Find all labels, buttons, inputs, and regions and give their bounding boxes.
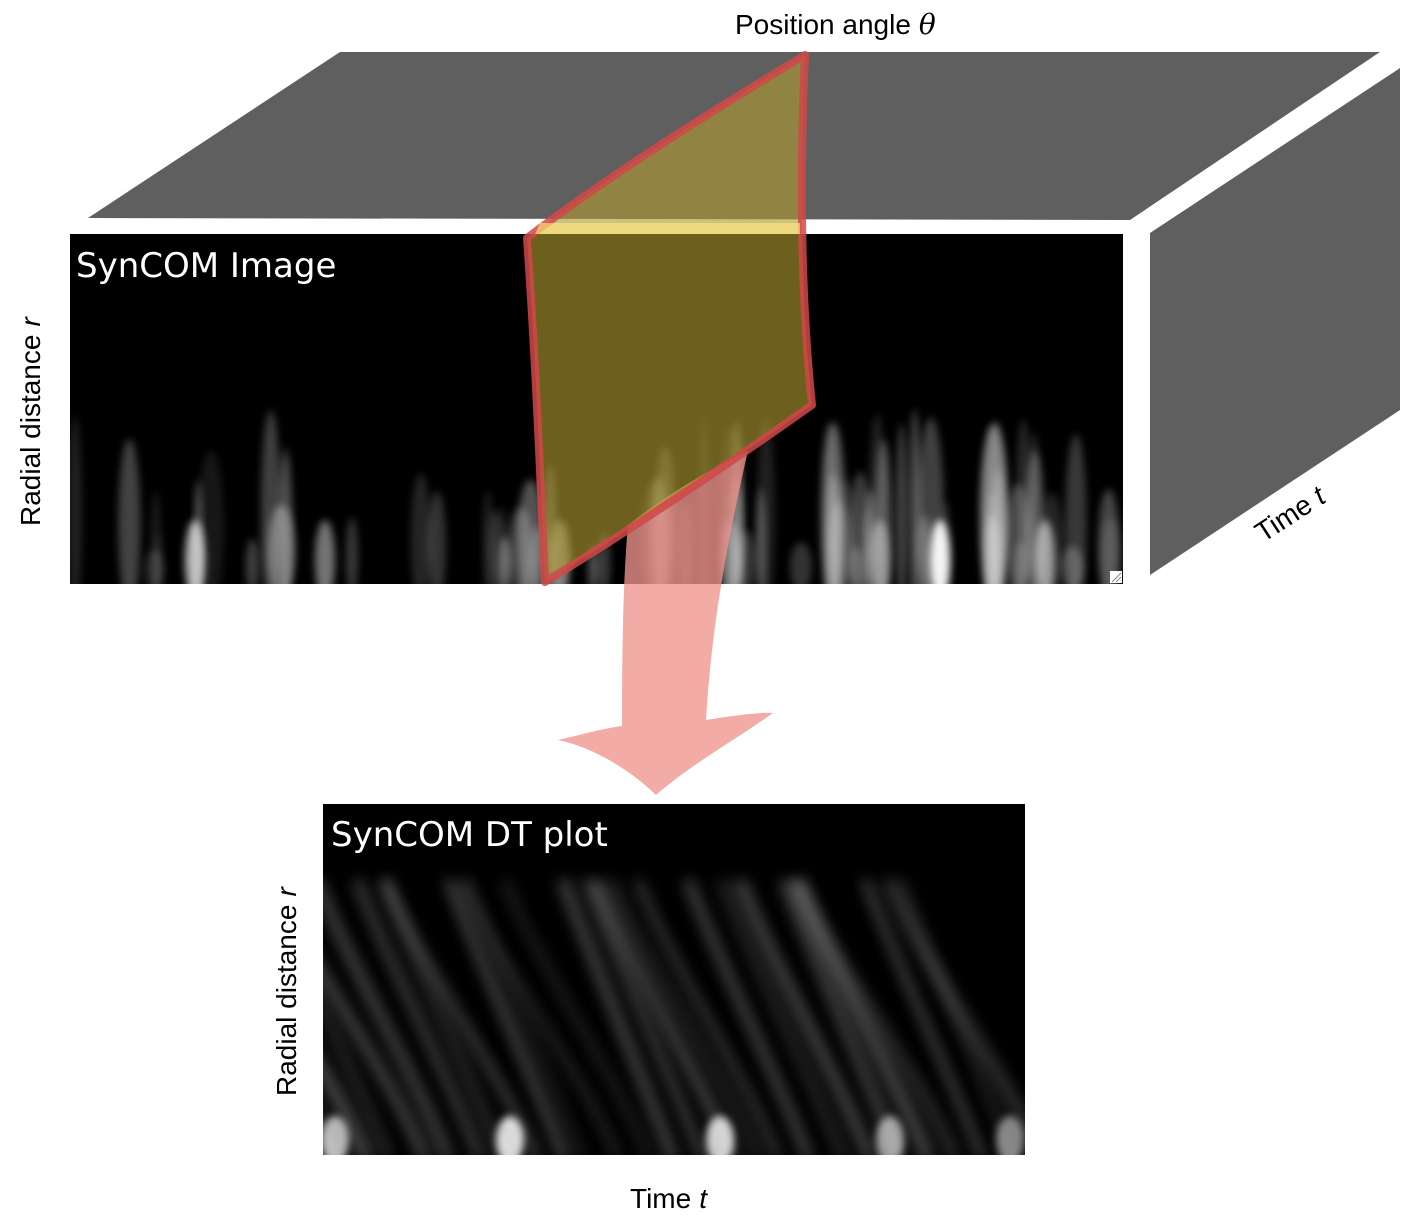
image-bright-streak [315,520,335,584]
image-streak [990,469,1005,584]
projection-arrow [558,450,773,795]
syncom-dt-panel: SynCOM DT plot [323,804,1025,1155]
slice-top-edge-highlight [535,223,800,234]
image-streak [848,546,863,584]
dt-bright-streak [496,1116,524,1155]
dt-streak [323,1058,372,1155]
image-streak [1065,434,1087,584]
dt-streak [323,879,454,1155]
dt-streak [734,877,875,1155]
dt-streak [323,963,429,1155]
syncom-dt-features [323,877,1025,1155]
dt-streak [556,877,679,1155]
image-streak [483,489,493,584]
resize-grip-icon [1110,571,1122,583]
image-streak [70,416,82,584]
syncom-dt-title: SynCOM DT plot [331,815,608,855]
radial-distance-label-bottom: Radial distancer [271,886,302,1096]
image-streak [517,479,545,584]
dt-streak [793,877,960,1155]
image-streak [245,538,259,584]
dt-streak [881,877,1025,1140]
dt-streak [444,878,568,1155]
image-streak [909,409,921,584]
image-streak [198,450,224,584]
dt-streak [606,878,763,1155]
resize-grip-lines [1111,572,1122,583]
dt-streak [582,878,706,1155]
image-streak [153,534,164,584]
image-streak [345,517,358,584]
image-streak [1005,483,1031,584]
dt-bright-streak [996,1116,1024,1155]
dt-streak [861,878,985,1155]
image-bright-streak [185,520,205,584]
dt-bright-streak [323,1116,349,1155]
image-streak [278,452,292,584]
dt-streak [351,877,485,1155]
dt-streak [459,878,621,1155]
dt-streak [634,878,781,1155]
syncom-image-title: SynCOM Image [76,246,336,286]
image-bright-streak [870,520,890,584]
dt-streak [500,878,652,1155]
image-streak [820,422,846,584]
image-streak [790,542,812,584]
image-streak [896,423,907,584]
image-streak [118,438,141,584]
cube-side-face [1150,68,1400,575]
image-bright-streak [930,520,950,584]
image-streak [410,473,431,584]
dt-bright-streak [876,1116,904,1155]
dt-bright-streak [706,1116,734,1155]
dt-streak [682,878,813,1155]
radial-distance-label-top: Radial distancer [15,316,46,526]
image-streak [1098,489,1120,584]
image-bright-streak [1035,520,1055,584]
image-streak [756,488,766,584]
image-streak [737,530,755,584]
image-streak [428,491,446,584]
dt-streak [381,878,540,1155]
dt-streak [323,995,394,1155]
slice-plane [523,51,816,586]
dt-streak [715,877,849,1155]
image-streak [498,536,512,584]
